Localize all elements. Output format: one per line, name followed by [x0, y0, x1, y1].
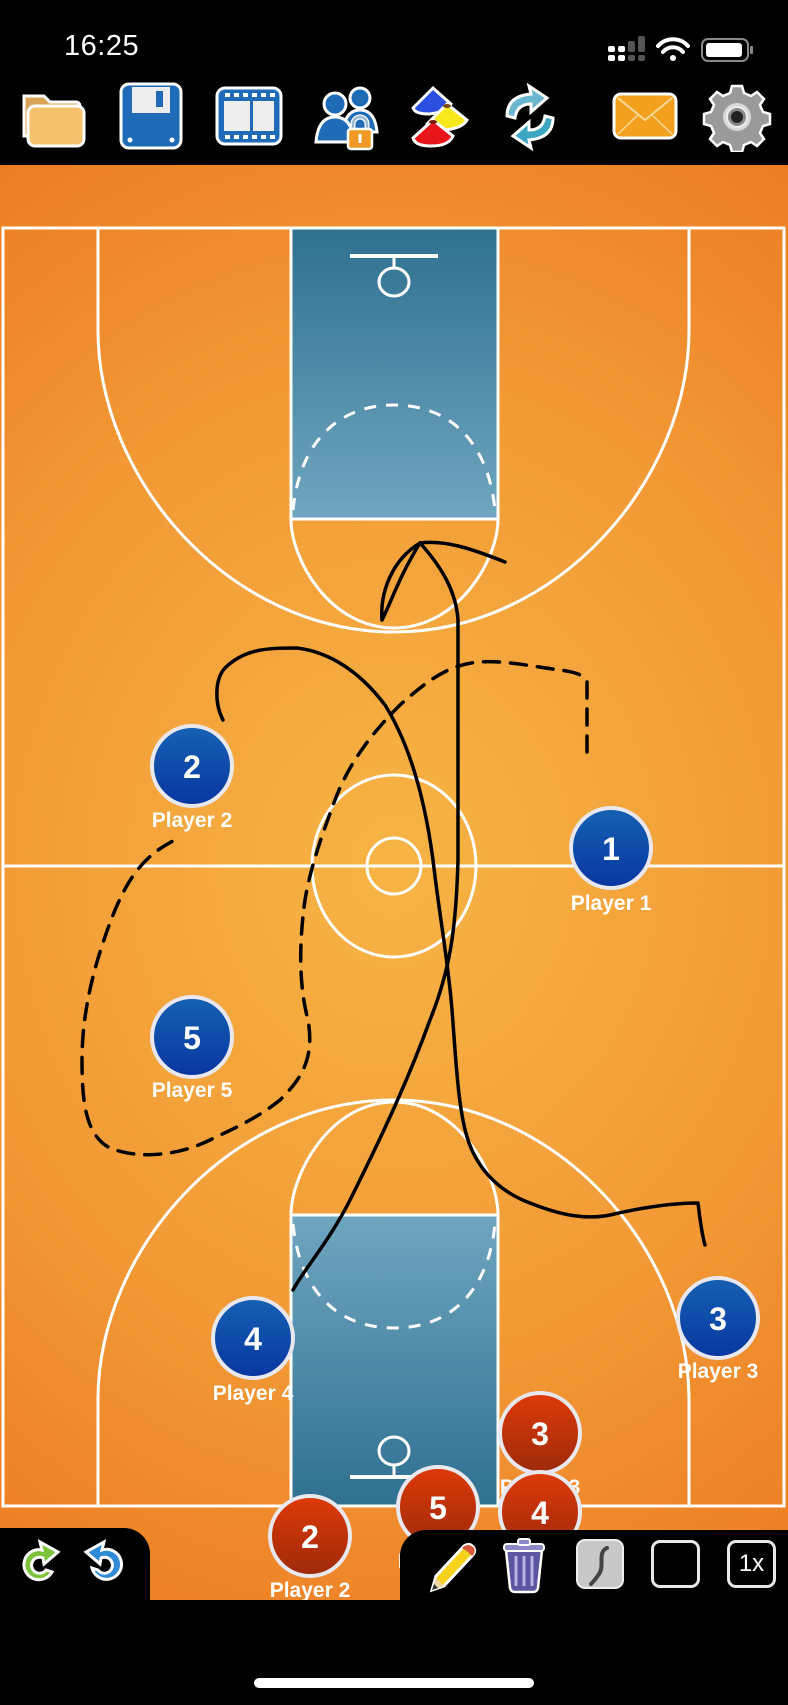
history-panel	[0, 1528, 150, 1600]
player-label: Player 2	[152, 809, 233, 832]
trash-button[interactable]	[500, 1536, 548, 1594]
pencil-icon	[429, 1542, 477, 1593]
top-paint	[291, 228, 498, 519]
undo-button[interactable]	[80, 1538, 132, 1590]
svg-text:5: 5	[429, 1490, 447, 1526]
arrow-head-right	[418, 540, 507, 564]
status-icons	[608, 36, 753, 62]
teams-locked-button[interactable]	[313, 82, 383, 152]
drawing-tools-panel: 1x	[400, 1530, 788, 1600]
shape-button[interactable]	[651, 1540, 700, 1588]
top-toolbar	[0, 70, 788, 165]
open-folder-button[interactable]	[20, 82, 90, 152]
home-indicator[interactable]	[254, 1678, 534, 1688]
basketball-court[interactable]: 1 Player 1 2 Player 2 5 Player 5 4 Playe…	[0, 165, 788, 1600]
blue-player-4[interactable]: 4 Player 4	[211, 1296, 295, 1405]
player-label: Player 1	[571, 892, 652, 915]
bottom-safe-area	[0, 1600, 788, 1705]
sync-button[interactable]	[495, 82, 565, 152]
blue-player-1[interactable]: 1 Player 1	[569, 806, 653, 915]
settings-button[interactable]	[702, 82, 772, 154]
cones-icon	[411, 85, 469, 148]
undo-arrow-icon	[83, 1539, 124, 1581]
svg-text:1: 1	[602, 831, 620, 867]
sync-arrows-icon	[505, 82, 555, 152]
svg-text:2: 2	[301, 1519, 319, 1555]
pencil-button[interactable]	[424, 1538, 478, 1594]
cellular-signal-icon	[608, 36, 645, 61]
battery-icon	[701, 38, 753, 62]
speed-button[interactable]: 1x	[727, 1540, 776, 1588]
player-label: Player 2	[270, 1579, 351, 1600]
trash-icon	[503, 1538, 545, 1594]
save-button[interactable]	[116, 82, 186, 152]
svg-text:4: 4	[531, 1495, 549, 1531]
blue-player-5[interactable]: 5 Player 5	[150, 995, 234, 1102]
line-style-button[interactable]	[575, 1538, 625, 1590]
blue-player-2[interactable]: 2 Player 2	[150, 724, 234, 832]
floppy-disk-icon	[119, 82, 183, 150]
status-time: 16:25	[64, 30, 140, 62]
redo-arrow-icon	[22, 1539, 61, 1582]
svg-text:2: 2	[183, 749, 201, 785]
play-diagram[interactable]	[80, 540, 707, 1292]
svg-text:3: 3	[709, 1301, 727, 1337]
player-label: Player 4	[213, 1382, 294, 1405]
gear-icon	[702, 84, 772, 154]
court-canvas[interactable]: 1 Player 1 2 Player 2 5 Player 5 4 Playe…	[0, 165, 788, 1600]
svg-text:5: 5	[183, 1020, 201, 1056]
envelope-icon	[612, 92, 678, 140]
email-button[interactable]	[610, 82, 680, 152]
cut-path-to-player-4	[291, 541, 460, 1292]
bottom-paint	[291, 1215, 498, 1506]
svg-text:4: 4	[244, 1321, 262, 1357]
blue-player-3[interactable]: 3 Player 3	[676, 1276, 760, 1383]
wifi-icon	[656, 37, 690, 61]
cut-path-to-player-3	[215, 646, 707, 1247]
court-lines	[1, 226, 786, 1508]
users-lock-icon	[314, 86, 379, 151]
redo-button[interactable]	[12, 1538, 64, 1590]
pass-path-dashed	[80, 659, 589, 1157]
film-strip-icon	[215, 86, 283, 146]
player-label: Player 5	[152, 1079, 233, 1102]
red-player-2[interactable]: 2 Player 2	[268, 1494, 352, 1600]
cones-button[interactable]	[407, 82, 477, 152]
status-bar: 16:25	[0, 0, 788, 70]
animation-button[interactable]	[214, 82, 284, 152]
player-label: Player 3	[678, 1360, 759, 1383]
folder-icon	[22, 94, 86, 148]
squiggle-line-icon	[576, 1539, 624, 1589]
svg-text:3: 3	[531, 1416, 549, 1452]
